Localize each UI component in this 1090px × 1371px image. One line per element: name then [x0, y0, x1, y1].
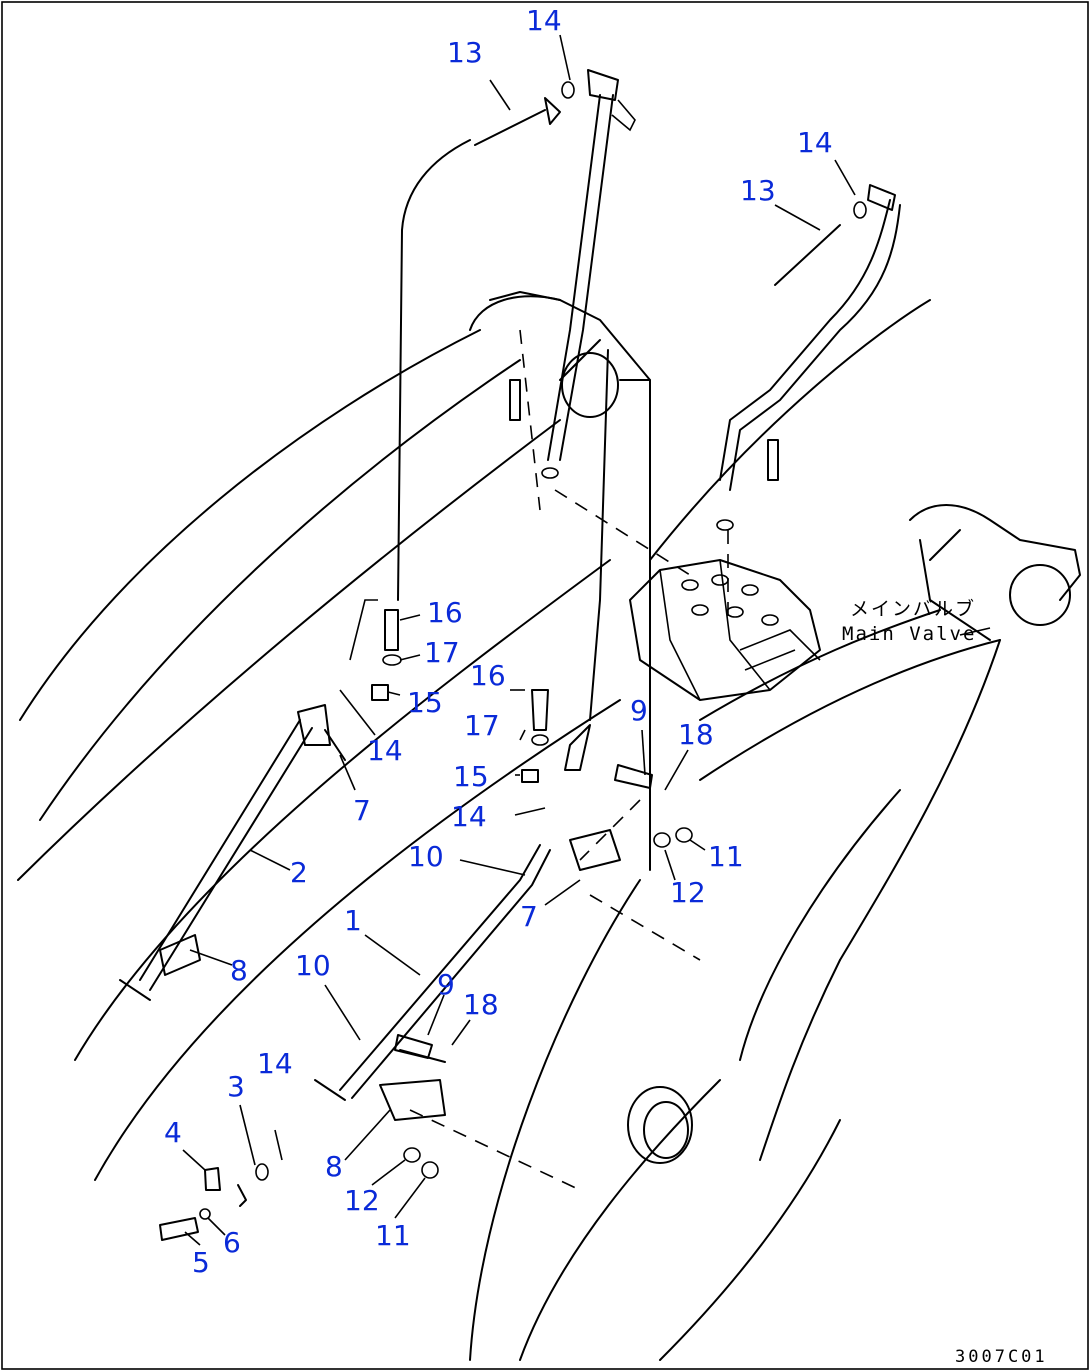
left-hose-13: [349, 97, 561, 661]
callout-8: 8: [325, 1150, 343, 1183]
boom-pin-hole: [627, 1086, 693, 1164]
clamps: [159, 729, 621, 1121]
callout-6: 6: [223, 1226, 241, 1259]
main-valve-leader: [959, 627, 991, 636]
callout-2: 2: [290, 856, 308, 889]
callout-18: 18: [678, 718, 714, 751]
callout-12: 12: [670, 876, 706, 909]
main-valve-label-jp: メインバルブ: [850, 597, 976, 620]
callout-5: 5: [192, 1246, 210, 1279]
boom-foot-boss: [469, 291, 651, 418]
center-hose-15: [564, 349, 609, 771]
tube-2: [119, 704, 331, 1001]
callout-1: 1: [344, 904, 362, 937]
callout-14: 14: [367, 734, 403, 767]
callout-13: 13: [740, 174, 776, 207]
callout-11: 11: [375, 1219, 411, 1252]
callout-8: 8: [230, 954, 248, 987]
callout-18: 18: [463, 988, 499, 1021]
drawing-number: 3007C01: [955, 1347, 1048, 1367]
callout-14: 14: [797, 126, 833, 159]
callout-12: 12: [344, 1184, 380, 1217]
callout-14: 14: [451, 800, 487, 833]
callout-4: 4: [164, 1116, 182, 1149]
callout-16: 16: [470, 659, 506, 692]
callout-7: 7: [520, 900, 538, 933]
callout-10: 10: [295, 949, 331, 982]
leader-lines: [182, 34, 856, 1246]
callout-3: 3: [227, 1070, 245, 1103]
callout-17: 17: [424, 636, 460, 669]
cylinder-bracket: [909, 504, 1081, 641]
callout-11: 11: [708, 840, 744, 873]
callout-16: 16: [427, 596, 463, 629]
callout-13: 13: [447, 36, 483, 69]
callout-10: 10: [408, 840, 444, 873]
callout-14: 14: [257, 1047, 293, 1080]
boom-outline: [17, 299, 1001, 1361]
callout-15: 15: [407, 686, 443, 719]
callout-15: 15: [453, 760, 489, 793]
callout-9: 9: [437, 968, 455, 1001]
right-hose-13: [719, 184, 901, 491]
center-tube-14: [547, 69, 636, 461]
callout-9: 9: [630, 694, 648, 727]
tube-1: [314, 844, 551, 1101]
main-valve-label-en: Main Valve: [842, 623, 976, 645]
callout-17: 17: [464, 709, 500, 742]
callout-14: 14: [526, 4, 562, 37]
fasteners: [159, 81, 867, 1241]
assembly-lines: [409, 329, 729, 1191]
callout-labels: 14 13 14 13 16 17 15 14 7 16 17 15 14 9 …: [164, 4, 833, 1279]
callout-7: 7: [353, 794, 371, 827]
main-valve: [629, 559, 821, 701]
